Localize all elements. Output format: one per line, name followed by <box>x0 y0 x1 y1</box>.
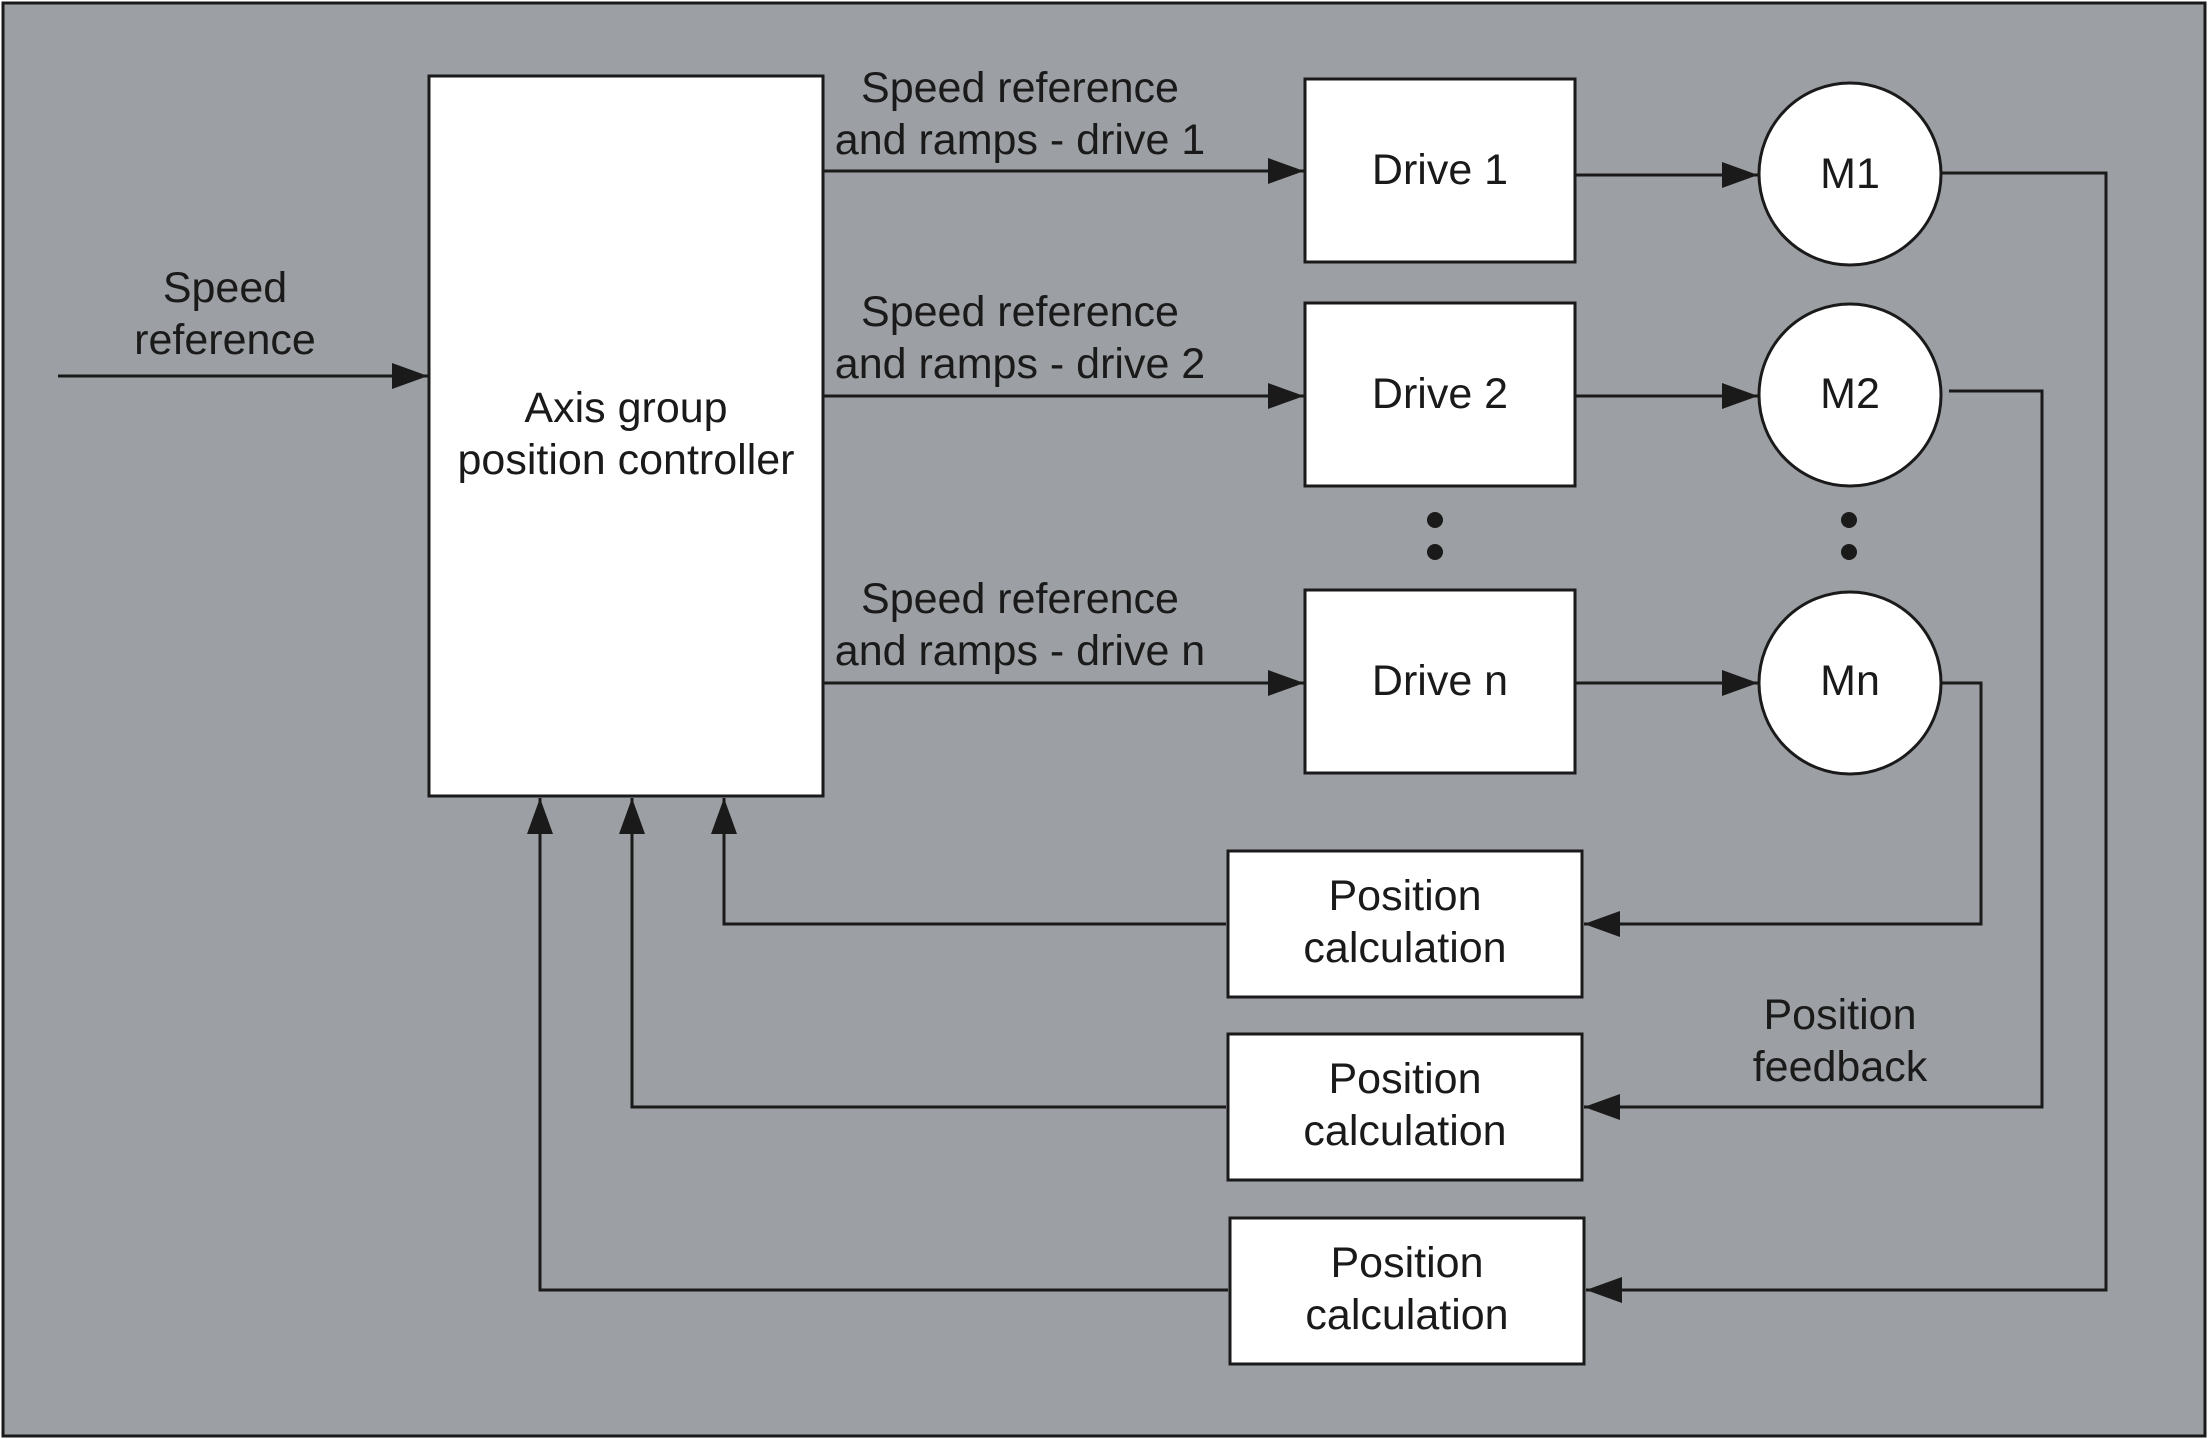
drive-2-block <box>1303 301 1577 488</box>
motor-2-label: M2 <box>1820 370 1880 418</box>
return-line-calc-1 <box>527 798 1228 1292</box>
motor-ellipsis-dots <box>1841 512 1857 560</box>
drive-n-label: Drive n <box>1371 657 1509 705</box>
position-calc-block-1 <box>1228 1216 1586 1366</box>
feedback-line-motor-2 <box>1584 389 2044 1120</box>
feedback-line-motor-1 <box>1586 171 2108 1303</box>
position-calc-label-2: Position calculation <box>1303 1055 1507 1155</box>
motor-n-label: Mn <box>1820 657 1880 705</box>
signal-label-drive-2: Speed reference and ramps - drive 2 <box>834 288 1206 388</box>
position-calc-block-2 <box>1226 1032 1584 1182</box>
drive-2-label: Drive 2 <box>1371 370 1509 418</box>
signal-label-drive-n: Speed reference and ramps - drive n <box>834 575 1206 675</box>
feedback-label: Position feedback <box>1752 991 1928 1091</box>
return-line-calc-2 <box>619 798 1226 1109</box>
position-calc-label-n: Position calculation <box>1303 872 1507 972</box>
controller-label: Axis group position controller <box>457 384 795 484</box>
position-calc-block-n <box>1226 849 1584 999</box>
drive-n-block <box>1303 588 1577 775</box>
drive-1-block <box>1303 77 1577 264</box>
return-line-calc-n <box>711 798 1226 926</box>
controller-block <box>427 74 825 798</box>
drive-ellipsis-dots <box>1427 512 1443 560</box>
drive-1-label: Drive 1 <box>1371 146 1509 194</box>
motor-2-circle <box>1757 302 1943 488</box>
signal-label-drive-1: Speed reference and ramps - drive 1 <box>834 64 1206 164</box>
input-label: Speed reference <box>134 264 316 364</box>
position-calc-label-1: Position calculation <box>1305 1239 1509 1339</box>
motor-1-label: M1 <box>1820 150 1880 198</box>
feedback-line-motor-n <box>1584 681 1983 937</box>
